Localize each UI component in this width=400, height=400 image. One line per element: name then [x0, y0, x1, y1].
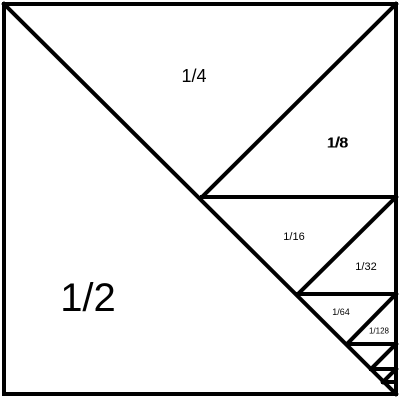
label-sixteenth: 1/16	[283, 231, 304, 243]
label-eighth: 1/8	[327, 135, 348, 152]
label-half: 1/2	[60, 276, 116, 320]
small-divider-3	[380, 366, 399, 385]
label-sixty-fourth: 1/64	[332, 307, 350, 317]
sixty-fourth-divider	[344, 291, 399, 347]
sixteenth-divider	[295, 194, 399, 297]
quarter-divider	[199, 1, 399, 200]
label-eighth-overlap: 1/8	[328, 135, 349, 152]
label-one-twenty-eighth: 1/128	[369, 327, 390, 336]
small-divider-1	[368, 341, 399, 372]
label-thirty-second: 1/32	[355, 261, 376, 273]
label-quarter: 1/4	[181, 66, 206, 86]
